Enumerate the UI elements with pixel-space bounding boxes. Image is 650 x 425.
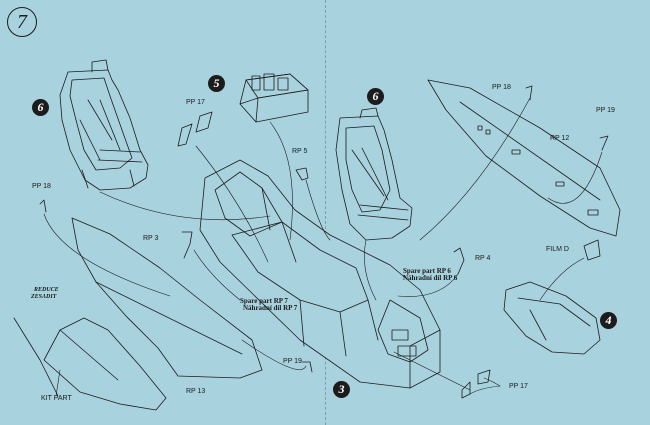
label-pp18-left: PP 18 — [32, 183, 51, 190]
label-nahradni-rp7: Náhradní díl RP 7 — [243, 304, 298, 312]
label-pp19-bottom: PP 19 — [283, 358, 302, 365]
label-rp12: RP 12 — [550, 135, 570, 142]
label-reduce: REDUCE — [34, 287, 59, 293]
label-kit-part: KIT PART — [41, 395, 72, 402]
label-rp3: RP 3 — [143, 235, 159, 242]
callout-badge-seat-center: 6 — [367, 88, 384, 105]
label-spare-rp6: Spare part RP 6 — [403, 267, 451, 275]
callout-badge-nose: 4 — [600, 312, 617, 329]
kit-part-canopy — [13, 317, 167, 411]
callout-badge-tub: 3 — [333, 381, 350, 398]
callout-badge-panel: 5 — [208, 75, 225, 92]
label-pp19-right: PP 19 — [596, 107, 615, 114]
label-rp5: RP 5 — [292, 148, 308, 155]
label-film-d: FILM D — [546, 246, 569, 253]
side-panel-left — [71, 217, 263, 379]
label-rp4: RP 4 — [475, 255, 491, 262]
callout-badge-seat-left: 6 — [32, 99, 49, 116]
cockpit-tub — [199, 159, 441, 389]
side-panel-right — [427, 79, 621, 237]
label-rp13: RP 13 — [186, 388, 206, 395]
label-pp17-top: PP 17 — [186, 99, 205, 106]
label-pp18-right: PP 18 — [492, 84, 511, 91]
leader-lines — [43, 97, 603, 397]
nose-section — [503, 281, 601, 355]
small-parts — [39, 85, 609, 399]
label-zesadit: ZESADIT — [31, 294, 57, 300]
step-number: 7 — [7, 7, 37, 37]
instrument-panel — [239, 73, 309, 123]
label-pp17-bottom: PP 17 — [509, 383, 528, 390]
page-fold — [325, 0, 326, 425]
label-nahradni-rp6: Náhradní díl RP 6 — [403, 274, 458, 282]
ejection-seat-left — [59, 59, 149, 191]
ejection-seat-center — [335, 107, 413, 241]
label-spare-rp7: Spare part RP 7 — [240, 297, 288, 305]
